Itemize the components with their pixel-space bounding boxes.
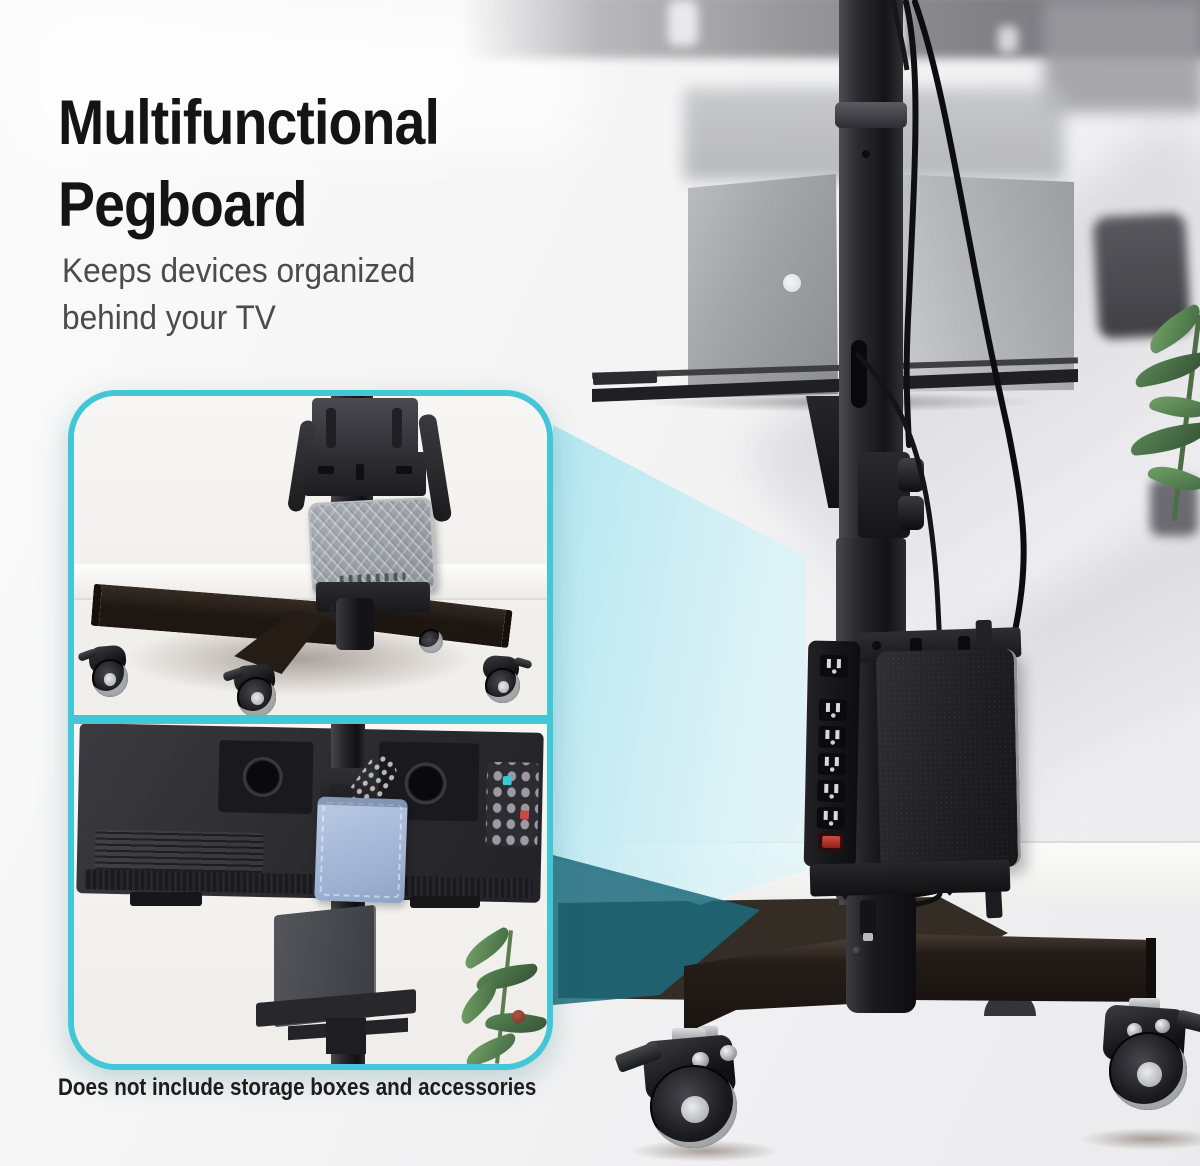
power-outlet-icon (817, 752, 847, 776)
tv-bottom-lug (130, 892, 202, 906)
caster-shadow (630, 1140, 780, 1162)
caster-hubcap (250, 692, 264, 706)
leaf-icon (462, 1032, 520, 1064)
subtitle-block: Keeps devices organized behind your TV (62, 248, 442, 342)
tv-port-led-teal (502, 776, 512, 786)
inset1-caster (474, 652, 533, 704)
caster-hubcap (104, 673, 116, 686)
tv-bottom-lug (410, 896, 480, 908)
media-device (875, 648, 1022, 870)
pegboard-slot-icon (396, 466, 412, 474)
hinge-knuckle-icon (898, 496, 924, 530)
inset2-shelf-arm (326, 1018, 366, 1054)
pegboard-slot-icon (356, 464, 364, 480)
hub-bolt-icon (852, 946, 862, 956)
plant-stem (1171, 314, 1200, 522)
pole-cable-slot (851, 340, 867, 408)
leaf-icon (1148, 387, 1200, 427)
power-strip (803, 640, 861, 868)
inset-panel-inner (74, 396, 547, 1064)
caster-hubcap (1136, 1061, 1163, 1087)
leg-end-cap (1146, 938, 1156, 1006)
tv-hook-slot-icon (668, 0, 698, 46)
caster-front-left (614, 1028, 762, 1150)
hinge-knuckle-icon (898, 458, 924, 492)
cable-connector-tip (863, 933, 873, 941)
caster-front-right (1084, 998, 1200, 1112)
caster-shadow (1080, 1128, 1200, 1150)
pouch-stitching (319, 801, 403, 899)
caster-bolt (720, 1045, 737, 1061)
plant-right (1120, 300, 1200, 540)
inset1-hub (336, 598, 374, 650)
power-outlet-icon (818, 725, 847, 749)
leaf-icon (1141, 302, 1200, 356)
bracket-hole-icon (872, 641, 881, 650)
caster-hubcap (497, 681, 509, 693)
mount-slot-icon (326, 408, 336, 448)
pole-collar (835, 102, 907, 128)
storage-pouch (314, 796, 408, 904)
bracket-wing-stub (975, 619, 993, 647)
plant-berry-icon (512, 1010, 525, 1023)
tv-port-led-red (519, 810, 530, 820)
page-title-line1: Multifunctional (58, 88, 440, 158)
caster-hubcap (680, 1096, 709, 1124)
inset-photo-tv-back (74, 724, 547, 1064)
inset1-pegboard-bar (304, 452, 426, 496)
inset-photo-pegboard-router (74, 396, 547, 715)
headline-block: Multifunctional Pegboard (58, 82, 491, 246)
inset1-caster-rear (416, 626, 446, 654)
leaf-icon (1128, 421, 1200, 457)
power-switch-light (822, 835, 841, 849)
blurred-tv-corner (1044, 0, 1200, 112)
power-outlet-icon (818, 698, 848, 722)
leaf-icon (1146, 457, 1200, 500)
tv-hook-slot-icon (998, 26, 1018, 53)
inset2-plant (444, 924, 547, 1064)
pegboard-slot-icon (318, 466, 334, 474)
caster-bolt (692, 1052, 709, 1069)
inset1-caster (76, 642, 138, 698)
tv-port-panel (485, 761, 540, 847)
laptop-shelf-lip (592, 370, 658, 386)
inset-divider (74, 715, 547, 724)
tv-vent-grille (94, 829, 264, 874)
power-outlet-icon (816, 779, 846, 803)
caster-bolt (1154, 1018, 1170, 1034)
mount-slot-icon (392, 408, 402, 448)
base-leg-right (908, 934, 1152, 1002)
tv-back (76, 724, 544, 903)
laptop-screen-back (688, 174, 838, 398)
pegboard-bracket-bottom (809, 859, 1011, 897)
apple-logo-icon (783, 274, 801, 292)
page-title-line2: Pegboard (58, 170, 308, 240)
power-outlet-icon (819, 654, 849, 678)
subtitle-line1: Keeps devices organized (62, 252, 416, 290)
power-outlet-icon (816, 806, 845, 830)
inset1-caster (221, 660, 288, 715)
inset-panel (68, 390, 553, 1070)
caster-wheel (419, 628, 443, 653)
disclaimer-text: Does not include storage boxes and acces… (58, 1074, 537, 1101)
pole-screw-hole (862, 150, 870, 158)
cable-connector (860, 900, 876, 936)
subtitle-line2: behind your TV (62, 299, 276, 337)
